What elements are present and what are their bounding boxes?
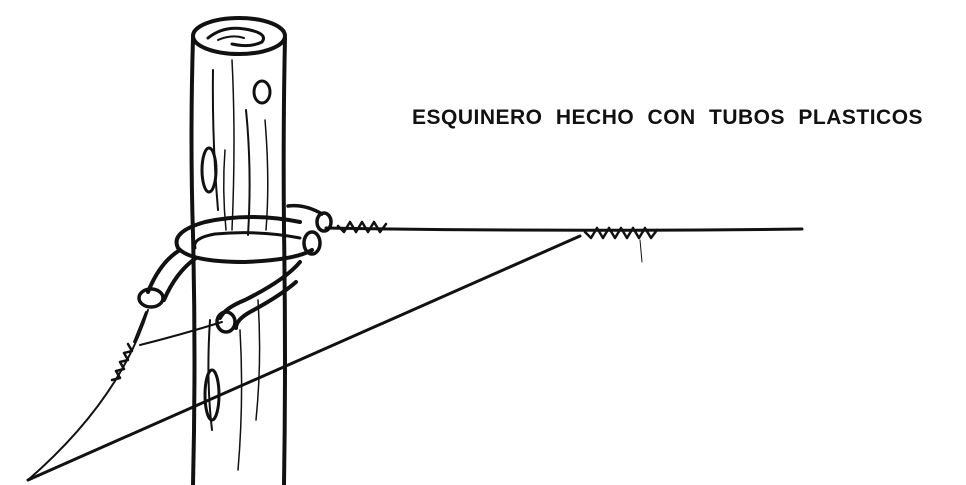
wooden-post [189, 16, 287, 485]
plastic-tube-left [137, 248, 198, 309]
plastic-tube-lower [215, 260, 302, 334]
drawing-caption: ESQUINERO HECHO CON TUBOS PLASTICOS [412, 106, 924, 129]
fence-wires [26, 220, 804, 482]
plastic-tube-upper [174, 203, 333, 264]
